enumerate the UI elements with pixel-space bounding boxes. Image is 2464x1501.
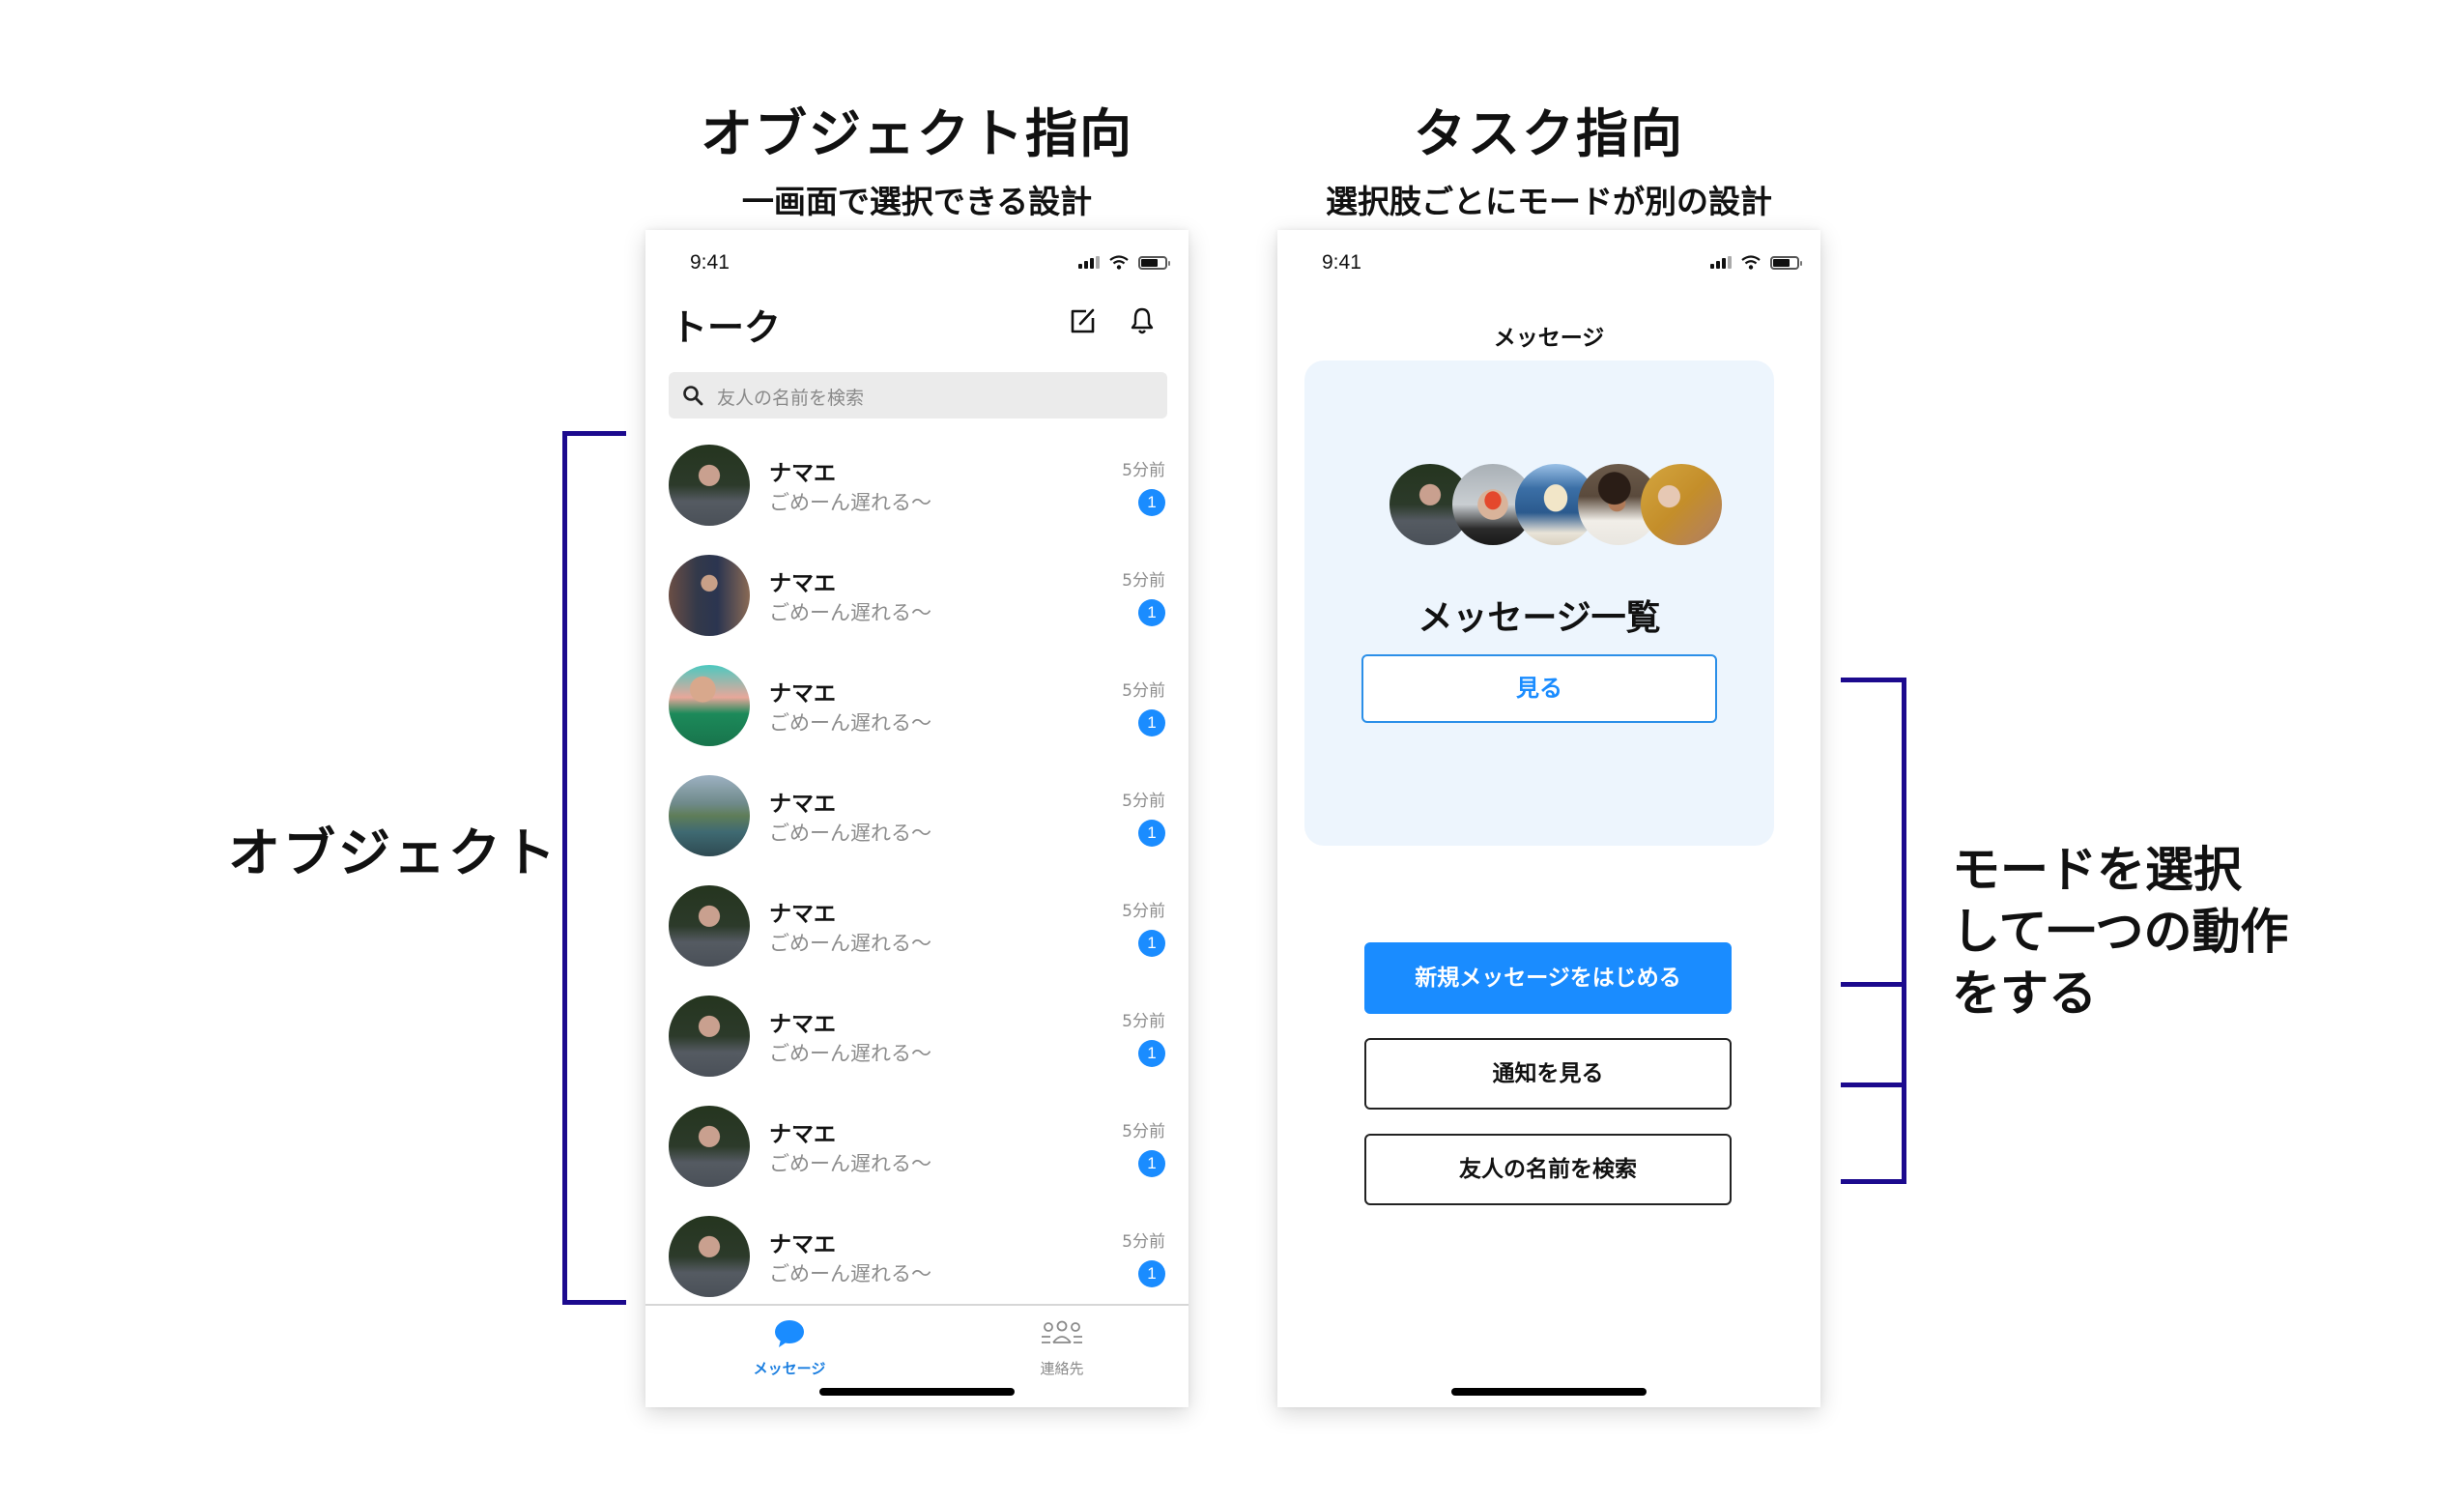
avatar [669, 555, 750, 636]
battery-icon [1138, 255, 1170, 270]
message-time: 5分前 [1122, 681, 1165, 701]
avatar [669, 665, 750, 746]
unread-badge: 1 [1138, 489, 1165, 516]
view-messages-button[interactable]: 見る [1361, 654, 1717, 723]
mode-annotation-line-1: モードを選択 [1952, 842, 2242, 898]
wifi-icon [1741, 255, 1761, 270]
tab-contacts[interactable]: 連絡先 [994, 1319, 1130, 1378]
search-friends-button[interactable]: 友人の名前を検索 [1364, 1134, 1732, 1205]
object-annotation-label: オブジェクト [228, 823, 559, 883]
object-oriented-phone: 9:41 トーク 友人の名前を検索 ナマエ ごめーん遅れる〜 5分前 1 ナマエ… [645, 230, 1189, 1407]
search-icon [683, 386, 703, 406]
home-indicator [819, 1388, 1015, 1396]
chat-bubble-icon [775, 1320, 804, 1347]
unread-badge: 1 [1138, 930, 1165, 957]
battery-icon [1770, 255, 1802, 270]
unread-badge: 1 [1138, 1150, 1165, 1177]
left-column-title: オブジェクト指向 [701, 103, 1133, 164]
avatar [669, 445, 750, 526]
conversation-row[interactable]: ナマエ ごめーん遅れる〜 5分前 1 [645, 555, 1189, 665]
new-message-button[interactable]: 新規メッセージをはじめる [1364, 942, 1732, 1014]
conversation-row[interactable]: ナマエ ごめーん遅れる〜 5分前 1 [645, 1216, 1189, 1326]
status-icons [1710, 255, 1802, 270]
contact-name: ナマエ [769, 571, 836, 596]
message-preview: ごめーん遅れる〜 [769, 932, 931, 955]
unread-badge: 1 [1138, 1040, 1165, 1067]
message-time: 5分前 [1122, 571, 1165, 591]
message-preview: ごめーん遅れる〜 [769, 1152, 931, 1175]
message-time: 5分前 [1122, 1012, 1165, 1031]
unread-badge: 1 [1138, 1260, 1165, 1287]
tab-label: 連絡先 [1040, 1360, 1084, 1377]
conversation-row[interactable]: ナマエ ごめーん遅れる〜 5分前 1 [645, 665, 1189, 775]
message-time: 5分前 [1122, 902, 1165, 921]
signal-icon [1078, 256, 1100, 269]
avatar [1641, 464, 1722, 545]
mode-annotation-line-3: をする [1952, 966, 2097, 1022]
status-time: 9:41 [1322, 251, 1361, 274]
right-column-title: タスク指向 [1414, 103, 1684, 164]
card-title: メッセージ一覧 [1418, 598, 1661, 638]
message-preview: ごめーん遅れる〜 [769, 1042, 931, 1065]
left-column-subtitle: 一画面で選択できる設計 [741, 183, 1093, 220]
status-icons [1078, 255, 1170, 270]
unread-badge: 1 [1138, 709, 1165, 736]
contact-name: ナマエ [769, 681, 836, 707]
message-preview: ごめーん遅れる〜 [769, 601, 931, 624]
contact-name: ナマエ [769, 1232, 836, 1257]
people-icon [1042, 1320, 1082, 1343]
unread-badge: 1 [1138, 820, 1165, 847]
wifi-icon [1109, 255, 1129, 270]
home-indicator [1451, 1388, 1647, 1396]
mode-annotation-label: モードを選択 して一つの動作 をする [1952, 839, 2289, 1025]
contact-name: ナマエ [769, 1122, 836, 1147]
message-time: 5分前 [1122, 461, 1165, 480]
conversation-row[interactable]: ナマエ ごめーん遅れる〜 5分前 1 [645, 885, 1189, 996]
conversation-row[interactable]: ナマエ ごめーん遅れる〜 5分前 1 [645, 1106, 1189, 1216]
tab-messages[interactable]: メッセージ [722, 1319, 857, 1378]
tab-bar: メッセージ 連絡先 [645, 1304, 1189, 1407]
avatar-stack [1390, 464, 1722, 545]
signal-icon [1710, 256, 1732, 269]
mode-annotation-line-2: して一つの動作 [1952, 904, 2289, 960]
message-preview: ごめーん遅れる〜 [769, 822, 931, 845]
avatar [669, 1216, 750, 1297]
message-time: 5分前 [1122, 792, 1165, 811]
avatar [669, 1106, 750, 1187]
message-preview: ごめーん遅れる〜 [769, 711, 931, 735]
page-title: トーク [671, 306, 782, 349]
avatar [669, 885, 750, 967]
view-notifications-button[interactable]: 通知を見る [1364, 1038, 1732, 1110]
message-time: 5分前 [1122, 1122, 1165, 1141]
compose-icon[interactable] [1067, 305, 1098, 336]
right-column-subtitle: 選択肢ごとにモードが別の設計 [1326, 183, 1772, 220]
tab-label: メッセージ [753, 1360, 826, 1377]
message-time: 5分前 [1122, 1232, 1165, 1252]
message-preview: ごめーん遅れる〜 [769, 491, 931, 514]
search-placeholder: 友人の名前を検索 [717, 388, 865, 409]
conversation-row[interactable]: ナマエ ごめーん遅れる〜 5分前 1 [645, 775, 1189, 885]
message-preview: ごめーん遅れる〜 [769, 1262, 931, 1285]
message-list-card: メッセージ一覧 見る [1304, 361, 1774, 846]
contact-name: ナマエ [769, 1012, 836, 1037]
status-time: 9:41 [690, 251, 730, 274]
unread-badge: 1 [1138, 599, 1165, 626]
conversation-row[interactable]: ナマエ ごめーん遅れる〜 5分前 1 [645, 996, 1189, 1106]
task-oriented-phone: 9:41 メッセージ メッセージ一覧 見る 新規メッセージをはじめる 通知を見る… [1277, 230, 1820, 1407]
conversation-row[interactable]: ナマエ ごめーん遅れる〜 5分前 1 [645, 445, 1189, 555]
contact-name: ナマエ [769, 792, 836, 817]
page-title: メッセージ [1493, 326, 1605, 351]
bell-icon[interactable] [1127, 305, 1158, 336]
search-input[interactable]: 友人の名前を検索 [669, 372, 1167, 419]
contact-name: ナマエ [769, 902, 836, 927]
avatar [669, 775, 750, 856]
avatar [669, 996, 750, 1077]
contact-name: ナマエ [769, 461, 836, 486]
